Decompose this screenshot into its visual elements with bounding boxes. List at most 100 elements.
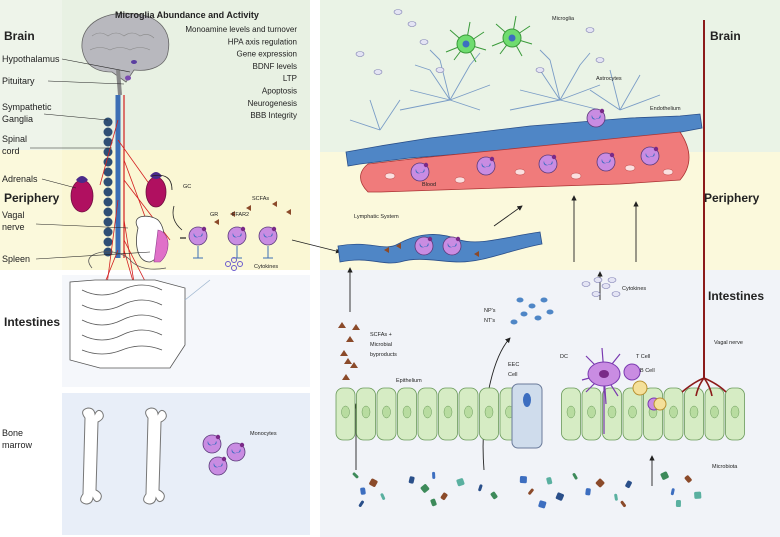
- endothelium-label: Endothelium: [650, 106, 681, 112]
- vagal-label-1: Vagal: [2, 210, 24, 220]
- microglia-item: BDNF levels: [253, 62, 297, 71]
- epithelial-nucleus: [669, 405, 678, 419]
- dc-label: DC: [560, 354, 568, 360]
- ganglion: [103, 197, 113, 207]
- epithelial-nucleus: [587, 405, 596, 419]
- nps-label: NP's: [484, 308, 496, 314]
- ganglion: [103, 187, 113, 197]
- eec-label-2: Cell: [508, 372, 517, 378]
- upward-arrows: [347, 195, 655, 486]
- left-periphery-title: Periphery: [4, 191, 60, 205]
- ganglion: [103, 167, 113, 177]
- microglia-cells: [445, 15, 533, 63]
- microbe: [538, 500, 547, 509]
- ganglion: [103, 127, 113, 137]
- epithelial-nucleus: [484, 405, 494, 419]
- pituitary-label: Pituitary: [2, 76, 35, 86]
- spinal-cord: [115, 95, 125, 258]
- spinal-label-1: Spinal: [2, 134, 27, 144]
- microbe: [620, 500, 626, 508]
- ganglion: [103, 227, 113, 237]
- adrenals-label: Adrenals: [2, 174, 38, 184]
- bone-marrow-label-2: marrow: [2, 440, 33, 450]
- microbe: [572, 473, 578, 480]
- cytokines-left-label: Cytokines: [254, 264, 278, 270]
- astrocytes-label: Astrocytes: [596, 76, 622, 82]
- epithelial-nucleus: [730, 405, 740, 419]
- periphery-immune-cells: [151, 174, 341, 271]
- microbe: [555, 492, 564, 501]
- epithelial-nucleus: [566, 405, 576, 419]
- microbe: [595, 478, 605, 488]
- scfas-right-label-3: byproducts: [370, 352, 397, 358]
- left-intestines-title: Intestines: [4, 315, 60, 329]
- microbe: [369, 478, 378, 487]
- gc-label: GC: [183, 184, 191, 190]
- left-brain-title: Brain: [4, 29, 35, 43]
- microglia-item: HPA axis regulation: [228, 37, 297, 46]
- epithelial-nucleus: [443, 405, 453, 419]
- epithelial-nucleus: [710, 405, 719, 419]
- microglia-item: Gene expression: [237, 50, 297, 59]
- vagal-label-2: nerve: [2, 222, 25, 232]
- microbe: [528, 488, 534, 495]
- ganglion: [103, 117, 113, 127]
- epithelial-nucleus: [607, 405, 617, 419]
- right-brain-title: Brain: [710, 29, 741, 43]
- endothelium: [345, 113, 703, 167]
- epithelium-label: Epithelium: [396, 378, 422, 384]
- ganglion: [103, 237, 113, 247]
- dendritic-cell: [581, 347, 667, 434]
- epithelial-nucleus: [361, 405, 371, 419]
- neuropeptides: [510, 297, 554, 325]
- lymphatic-vessel: [337, 231, 543, 264]
- microbe: [432, 471, 436, 479]
- astrocytes: [349, 49, 661, 131]
- microbiota-label: Microbiota: [712, 464, 738, 470]
- scfas-right-label-2: Microbial: [370, 342, 392, 348]
- brain-cytokines: [355, 9, 605, 75]
- ganglion: [103, 137, 113, 147]
- microbe: [675, 500, 681, 508]
- lymphatic-label: Lymphatic System: [354, 214, 399, 220]
- microbe: [478, 484, 483, 492]
- blood-label: Blood: [422, 182, 436, 188]
- microbe: [456, 478, 465, 487]
- microbe: [360, 487, 366, 495]
- bcell-label: B Cell: [640, 368, 655, 374]
- sympathetic-label-2: Ganglia: [2, 114, 33, 124]
- sympathetic-label-1: Sympathetic: [2, 102, 52, 112]
- cytokines-right-label: Cytokines: [622, 286, 646, 292]
- brain-illustration: [81, 12, 170, 96]
- scfas-right-label-1: SCFAs +: [370, 332, 392, 338]
- gr-label: GR: [210, 212, 218, 218]
- microbe: [430, 498, 437, 507]
- microglia-item: Monoamine levels and turnover: [185, 25, 297, 34]
- epithelial-nucleus: [382, 405, 391, 419]
- microbe: [420, 484, 430, 493]
- microbiota: [352, 471, 702, 509]
- epithelial-nucleus: [628, 405, 637, 419]
- microglia-item: Neurogenesis: [248, 99, 297, 108]
- spinal-label-2: cord: [2, 146, 20, 156]
- epithelial-nucleus: [423, 405, 432, 419]
- eec-label-1: EEC: [508, 362, 519, 368]
- ganglion: [103, 157, 113, 167]
- vagal-nerve-right: [681, 20, 727, 397]
- microbe: [694, 491, 702, 499]
- adrenal-glands: [70, 172, 167, 213]
- microglia-item: Apoptosis: [262, 87, 297, 96]
- microglia-item: BBB Integrity: [250, 111, 297, 120]
- microbe: [490, 491, 498, 500]
- microbe: [684, 475, 692, 483]
- label-leaders: [30, 58, 151, 260]
- microbe: [585, 488, 591, 496]
- blood-vessel: [360, 131, 690, 193]
- microbe: [358, 500, 364, 507]
- spleen-label: Spleen: [2, 254, 30, 264]
- scfas-left-label: SCFAs: [252, 196, 269, 202]
- monocytes-label: Monocytes: [250, 431, 277, 437]
- ffar2-label: FFAR2: [232, 212, 249, 218]
